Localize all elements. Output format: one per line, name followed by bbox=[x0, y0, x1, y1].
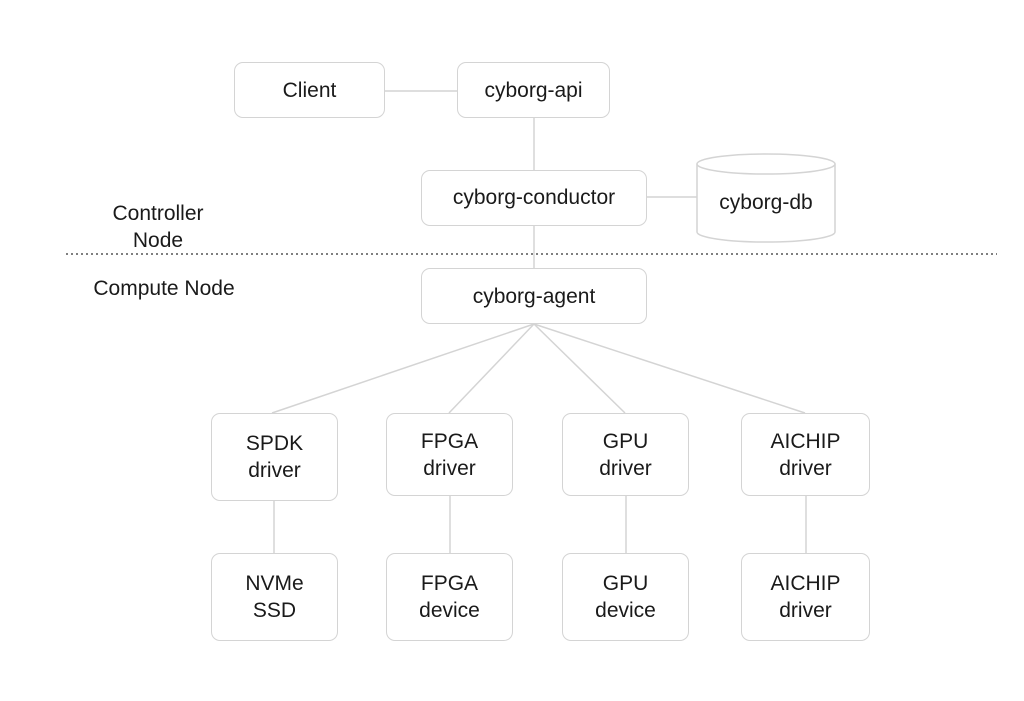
aichip-driver-node: AICHIP driver bbox=[741, 413, 870, 496]
gpu-driver-node: GPU driver bbox=[562, 413, 689, 496]
cyborg-db-label: cyborg-db bbox=[719, 191, 813, 214]
edge-agent-spdk bbox=[271, 323, 535, 414]
cyborg-agent-label: cyborg-agent bbox=[472, 284, 596, 308]
controller-node-line1: Controller bbox=[112, 202, 204, 225]
cyborg-api-label: cyborg-api bbox=[484, 78, 583, 102]
spdk-driver-line1: SPDK bbox=[245, 432, 304, 455]
gpu-device-line1: GPU bbox=[602, 572, 649, 595]
aichip-driver-line2: driver bbox=[779, 456, 832, 480]
spdk-driver-node: SPDK driver bbox=[211, 413, 338, 501]
gpu-driver-line1: GPU bbox=[602, 429, 649, 453]
fpga-device-line2: device bbox=[419, 599, 480, 622]
fpga-device-node: FPGA device bbox=[386, 553, 513, 641]
client-label: Client bbox=[282, 78, 337, 102]
nvme-ssd-node: NVMe SSD bbox=[211, 553, 338, 641]
nvme-ssd-line1: NVMe bbox=[245, 572, 304, 595]
aichip-device-line1: AICHIP bbox=[770, 572, 841, 595]
gpu-driver-line2: driver bbox=[599, 456, 652, 480]
gpu-device-node: GPU device bbox=[562, 553, 689, 641]
cyborg-api-node: cyborg-api bbox=[457, 62, 610, 118]
database-cylinder bbox=[696, 153, 836, 243]
compute-node-label: Compute Node bbox=[93, 277, 235, 300]
edge-agent-gpu bbox=[533, 323, 626, 414]
cyborg-conductor-node: cyborg-conductor bbox=[421, 170, 647, 226]
aichip-device-line2: driver bbox=[779, 599, 832, 622]
fpga-driver-node: FPGA driver bbox=[386, 413, 513, 496]
edge-agent-fpga bbox=[448, 323, 535, 414]
fpga-driver-line2: driver bbox=[423, 456, 476, 480]
client-node: Client bbox=[234, 62, 385, 118]
fpga-device-line1: FPGA bbox=[420, 572, 479, 595]
aichip-driver-line1: AICHIP bbox=[770, 429, 841, 453]
controller-node-line2: Node bbox=[132, 229, 184, 252]
nvme-ssd-line2: SSD bbox=[252, 599, 297, 622]
aichip-device-node: AICHIP driver bbox=[741, 553, 870, 641]
gpu-device-line2: device bbox=[595, 599, 656, 622]
fpga-driver-line1: FPGA bbox=[420, 429, 479, 453]
edge-agent-aichip bbox=[533, 323, 806, 414]
spdk-driver-line2: driver bbox=[248, 459, 301, 482]
controller-node-label: Controller Node bbox=[96, 200, 220, 254]
cyborg-agent-node: cyborg-agent bbox=[421, 268, 647, 324]
cyborg-conductor-label: cyborg-conductor bbox=[452, 185, 616, 209]
